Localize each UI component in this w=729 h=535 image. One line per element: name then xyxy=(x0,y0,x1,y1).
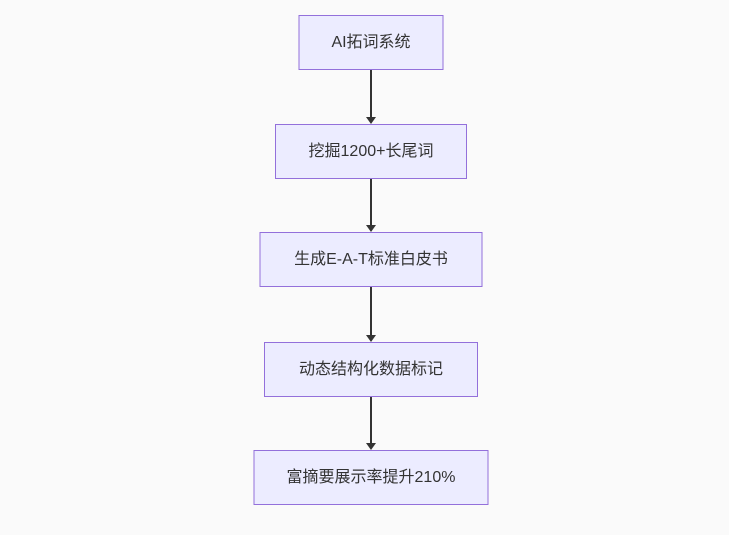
flow-node-rich-snippet-result: 富摘要展示率提升210% xyxy=(253,450,489,505)
flow-arrow-4 xyxy=(365,397,377,450)
flow-node-eat-whitepaper: 生成E-A-T标准白皮书 xyxy=(259,232,483,287)
arrow-line xyxy=(370,397,372,443)
arrow-line xyxy=(370,70,372,117)
flow-node-longtail-mining: 挖掘1200+长尾词 xyxy=(275,124,467,179)
flow-arrow-3 xyxy=(365,287,377,342)
arrow-line xyxy=(370,287,372,335)
flow-arrow-1 xyxy=(365,70,377,124)
flow-node-keyword-system: AI拓词系统 xyxy=(298,15,444,70)
arrow-head-icon xyxy=(366,443,376,450)
flow-node-structured-data: 动态结构化数据标记 xyxy=(264,342,478,397)
flow-arrow-2 xyxy=(365,179,377,232)
arrow-head-icon xyxy=(366,335,376,342)
arrow-head-icon xyxy=(366,117,376,124)
arrow-head-icon xyxy=(366,225,376,232)
arrow-line xyxy=(370,179,372,225)
